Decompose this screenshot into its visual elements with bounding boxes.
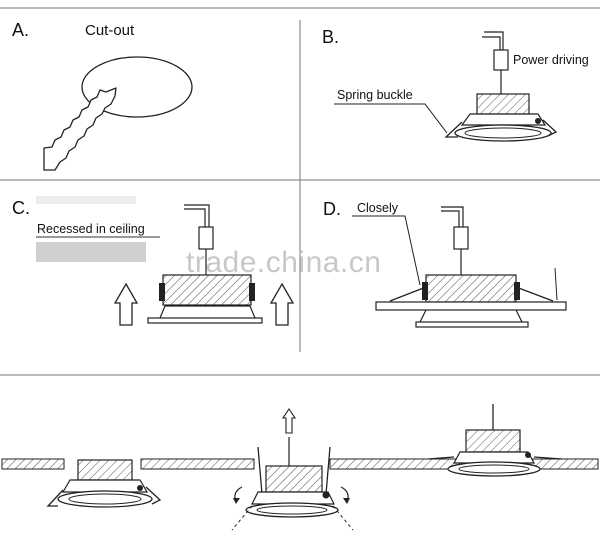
spring-buckle-label: Spring buckle <box>337 88 413 102</box>
ceiling-board-d <box>375 301 567 311</box>
up-arrow-left <box>113 282 139 326</box>
panel-a-letter: A. <box>12 20 29 40</box>
power-driving-label: Power driving <box>513 53 589 67</box>
lamp2-heatsink <box>265 465 323 493</box>
spring-clip-left <box>444 121 463 138</box>
ceiling-band <box>36 242 146 262</box>
watermark: trade.china.cn <box>186 246 381 279</box>
heatsink-d <box>425 274 517 303</box>
lamp-rim <box>454 124 552 142</box>
lamp3-rim <box>447 461 541 477</box>
panel-d: D. Closely <box>323 199 567 328</box>
bottom-sequence <box>1 404 599 531</box>
panel-a: A. Cut-out <box>12 20 193 171</box>
ceiling-segment-1 <box>1 458 65 470</box>
closely-leader <box>352 215 421 286</box>
cable-wire <box>482 36 501 50</box>
panel-b: B. Power driving Spring buckle <box>322 27 589 142</box>
lamp1-heatsink <box>77 459 133 481</box>
spring-buckle-leader <box>334 103 448 134</box>
spring-clip-d-left <box>389 286 427 302</box>
cutout-circle <box>81 56 193 118</box>
lamp3-heatsink <box>465 429 521 453</box>
spring-clip-d-right <box>515 286 554 302</box>
up-arrow-right <box>269 282 295 326</box>
up-arrow-small <box>281 408 297 434</box>
panel-c: C. Recessed in ceiling <box>12 196 295 326</box>
panel-c-letter: C. <box>12 198 30 218</box>
power-driver-box-d <box>453 226 469 250</box>
blurred-strip-top <box>36 196 136 204</box>
closely-label: Closely <box>357 201 399 215</box>
recessed-ceiling-label: Recessed in ceiling <box>37 222 145 236</box>
power-driver-box <box>493 49 509 71</box>
ceiling-segment-2 <box>140 458 255 470</box>
panel-a-caption: Cut-out <box>85 22 135 39</box>
panel-b-letter: B. <box>322 27 339 47</box>
heatsink <box>476 93 530 115</box>
lamp1-rim <box>57 490 153 508</box>
panel-grid <box>0 7 600 376</box>
spring-clip-right <box>542 119 558 137</box>
lamp-flange-d <box>415 321 529 328</box>
saw-icon <box>43 87 117 171</box>
lamp-flange-c <box>147 317 263 324</box>
lamp2-rim <box>245 502 339 518</box>
panel-d-letter: D. <box>323 199 341 219</box>
lamp-housing <box>460 113 547 126</box>
heatsink-c <box>162 274 252 306</box>
